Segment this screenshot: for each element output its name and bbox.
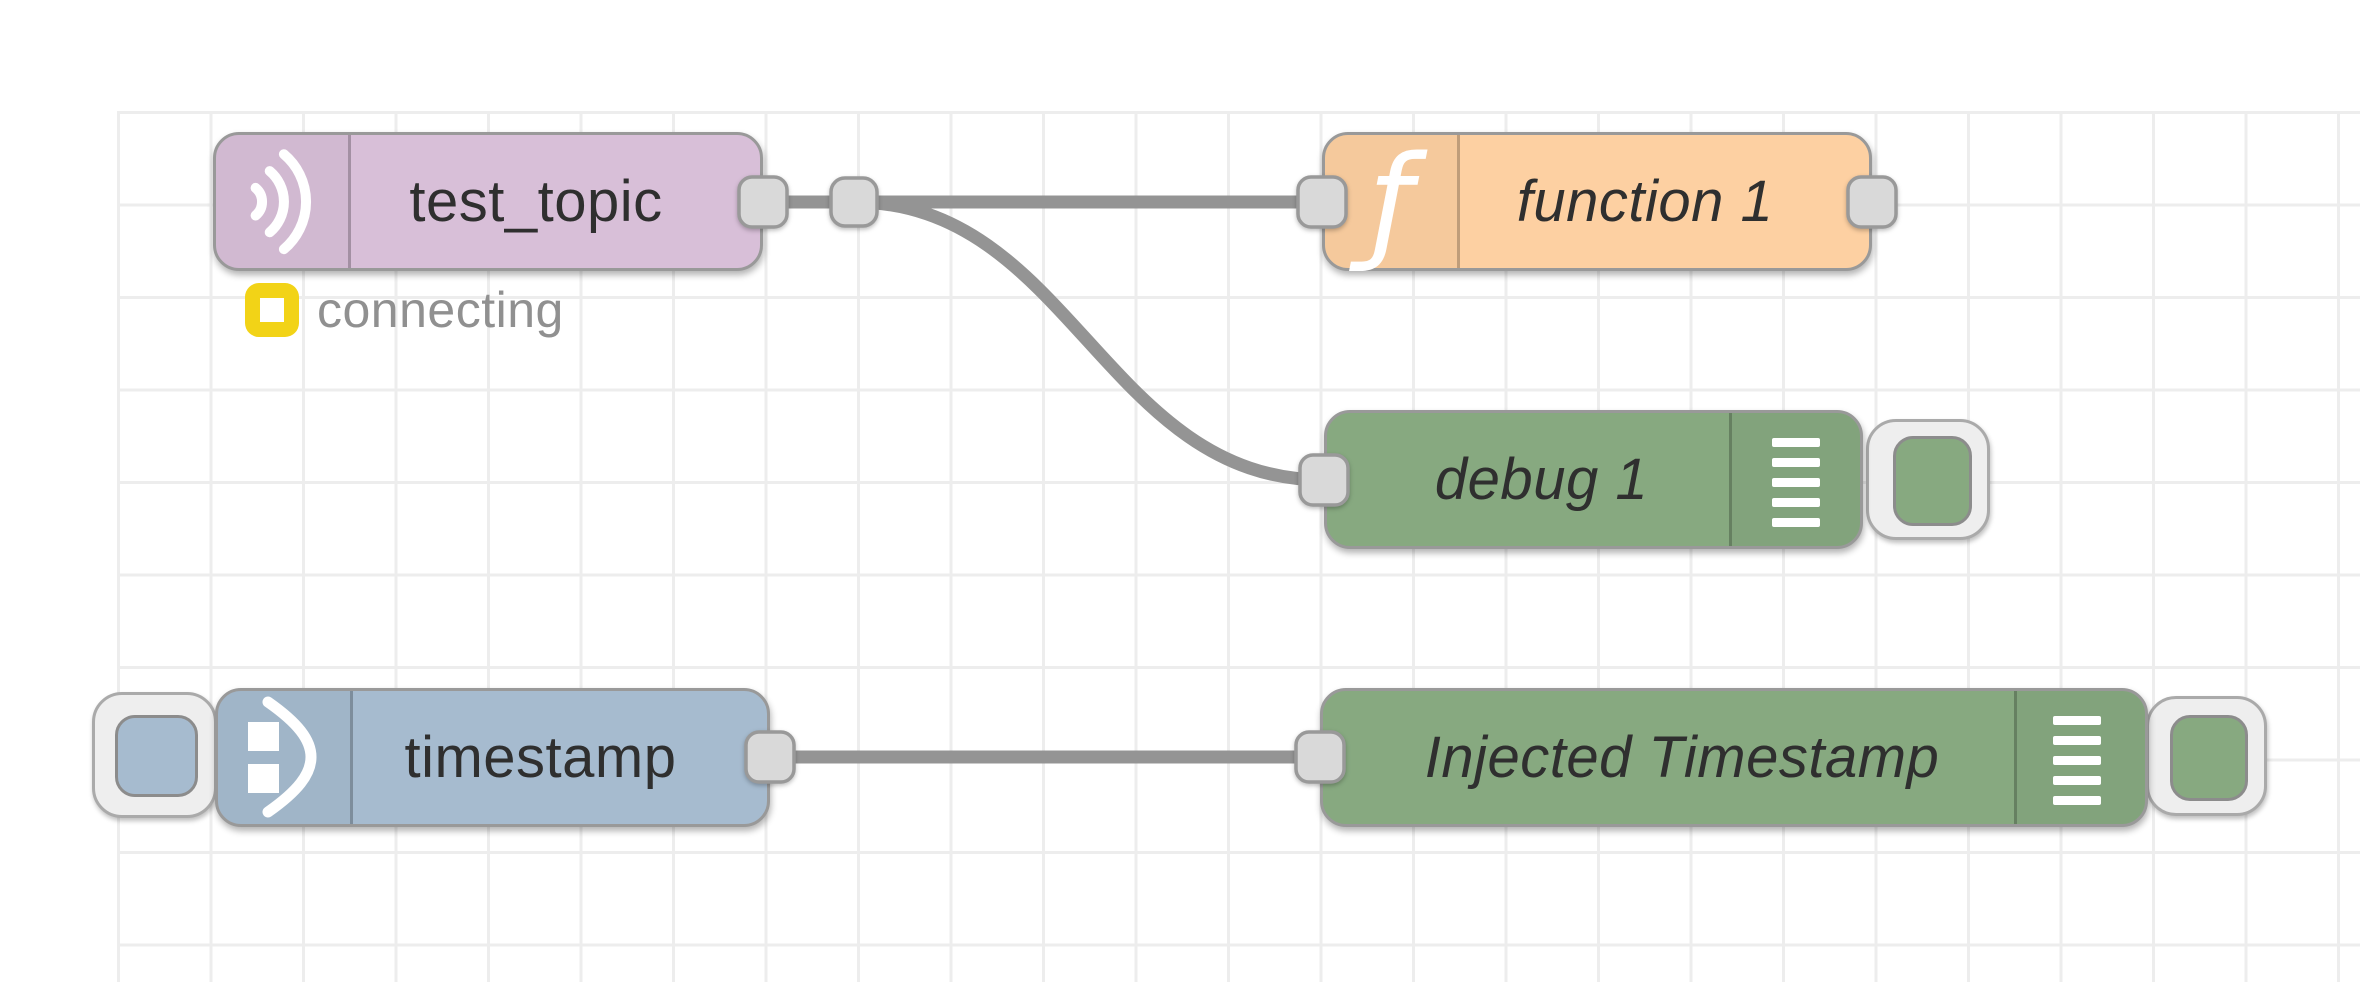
debug-lines-icon <box>2014 691 2145 824</box>
port-input-debug2[interactable] <box>1294 730 1346 784</box>
broadcast-icon <box>216 135 351 268</box>
node-status: connecting <box>245 281 564 339</box>
node-debug-1[interactable]: debug 1 <box>1324 410 1863 549</box>
node-debug-injected-timestamp[interactable]: Injected Timestamp <box>1320 688 2148 827</box>
wire-junction[interactable] <box>829 176 879 228</box>
node-function-1[interactable]: ƒ function 1 <box>1322 132 1872 271</box>
node-label: test_topic <box>409 169 663 234</box>
port-output-mqtt[interactable] <box>737 175 789 229</box>
status-ring-icon <box>245 283 299 337</box>
port-output-function[interactable] <box>1846 175 1898 229</box>
debug1-toggle-button-inner <box>1893 436 1972 526</box>
port-output-inject[interactable] <box>744 730 796 784</box>
node-inject-timestamp[interactable]: timestamp <box>215 688 770 827</box>
node-label: Injected Timestamp <box>1424 725 1940 790</box>
inject-run-button[interactable] <box>92 692 217 818</box>
function-f-icon: ƒ <box>1325 135 1460 268</box>
node-label: timestamp <box>404 725 677 790</box>
port-input-function[interactable] <box>1296 175 1348 229</box>
wire-junction-to-debug1[interactable] <box>847 195 1331 487</box>
debug1-toggle-button[interactable] <box>1866 419 1990 540</box>
inject-run-button-inner <box>115 715 198 797</box>
debug2-toggle-button-inner <box>2170 715 2248 801</box>
debug-lines-icon <box>1729 413 1860 546</box>
node-mqtt-test-topic[interactable]: test_topic <box>213 132 763 271</box>
debug2-toggle-button[interactable] <box>2146 696 2267 816</box>
status-text: connecting <box>317 282 564 338</box>
function-glyph: ƒ <box>1368 127 1414 275</box>
inject-arrow-icon <box>218 691 353 824</box>
node-label: function 1 <box>1516 169 1774 234</box>
port-input-debug1[interactable] <box>1298 453 1350 507</box>
node-label: debug 1 <box>1434 447 1649 512</box>
